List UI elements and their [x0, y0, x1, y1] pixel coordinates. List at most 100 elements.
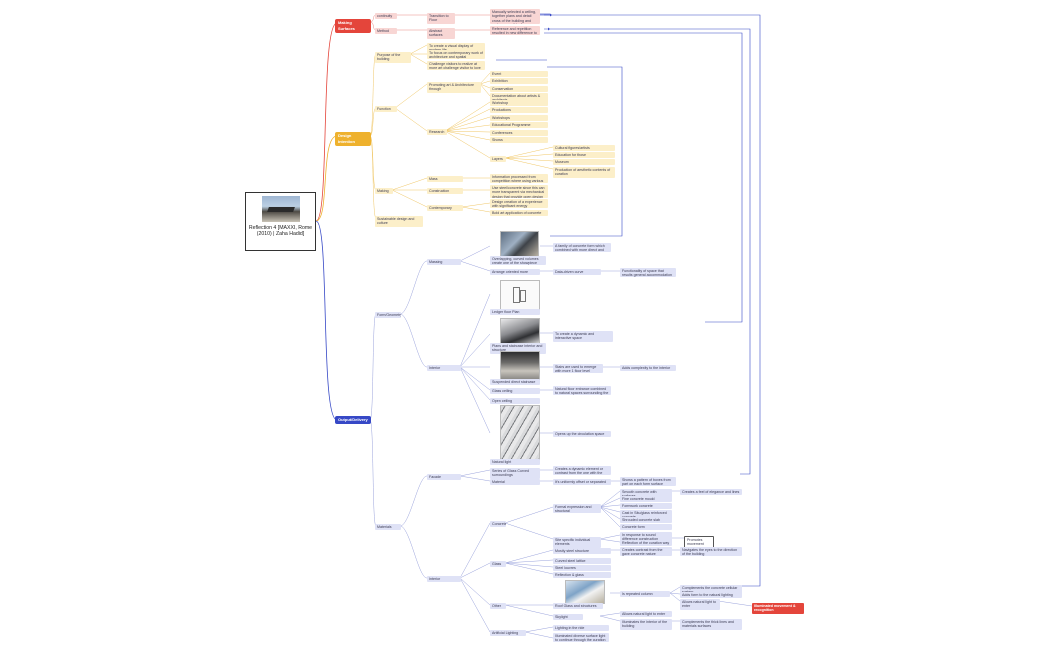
- facade-item-1[interactable]: Series of Glass Curved surroundings: [490, 468, 540, 479]
- massing-note[interactable]: A family of concrete form which combined…: [553, 243, 611, 252]
- research-item-4[interactable]: Educational Programme: [490, 122, 548, 129]
- glass-item-3[interactable]: Steel louvres: [553, 565, 611, 572]
- node-making[interactable]: Making: [375, 188, 393, 195]
- roof-caption[interactable]: Roof Glass and structures: [553, 603, 603, 610]
- function-item-exhibition[interactable]: Exhibition: [490, 78, 548, 85]
- massing-caption[interactable]: Overlapping, curved volumes create one o…: [490, 256, 546, 265]
- massing-axis-note[interactable]: Data-driven curve: [553, 269, 601, 276]
- concrete-group[interactable]: Formal expression and structural qualiti…: [553, 504, 601, 513]
- skylight-item-2[interactable]: Illuminates the interior of the building: [620, 619, 672, 630]
- concrete-specific-item-1[interactable]: In response to sound difference construc…: [620, 532, 672, 543]
- interior2-caption[interactable]: Suspended direct staircase: [490, 379, 540, 386]
- node-interior-materials[interactable]: Interior: [427, 576, 461, 583]
- concrete-item-note[interactable]: Creates a feel of elegance and lines: [680, 489, 742, 496]
- making-note-4[interactable]: Bold art application of concrete: [490, 210, 548, 217]
- node-form-geometry[interactable]: Form/Geometry: [375, 312, 401, 319]
- node-materials[interactable]: Materials: [375, 524, 401, 531]
- node-sustainable[interactable]: Sustainable design and culture: [375, 216, 423, 227]
- glass-item-4[interactable]: Reflection & glass: [553, 572, 611, 579]
- node-facade[interactable]: Facade: [427, 474, 461, 481]
- node-method-note[interactable]: Reference and repetition resulted in new…: [490, 26, 540, 35]
- research-item-2[interactable]: Productions: [490, 107, 548, 114]
- node-abstract-surfaces[interactable]: Abstract surfaces: [427, 28, 455, 39]
- interior-caption[interactable]: Plans and staircase interior and structu…: [490, 343, 546, 354]
- concrete-item-3[interactable]: Formwork concrete: [620, 503, 672, 510]
- glass-note[interactable]: Creates contrast from the gave concrete …: [620, 547, 672, 556]
- massing-axis-result[interactable]: Functionality of space that results gene…: [620, 268, 676, 277]
- concrete-specific-item-2[interactable]: Reflection of the curation way: [620, 540, 672, 547]
- branch-design-intention[interactable]: Design Intention: [335, 132, 371, 146]
- glass-item-2[interactable]: Curved steel lattice: [553, 558, 611, 565]
- glass-ceiling-note[interactable]: Natural floor entrance combined to natur…: [553, 386, 611, 395]
- artificial-item-1[interactable]: Lighting in the ride: [553, 625, 609, 632]
- research-item-5[interactable]: Conferences: [490, 130, 548, 137]
- branch-making-surfaces[interactable]: Making Surfaces: [335, 19, 371, 33]
- facade-item-2[interactable]: Material: [490, 479, 540, 486]
- purpose-item-3[interactable]: Challenge visitors to realize at more ar…: [427, 61, 485, 70]
- massing-photo: [500, 231, 539, 257]
- node-promoting-art[interactable]: Promoting art & Architecture through: [427, 82, 481, 93]
- roof-note[interactable]: Is repeated column: [620, 591, 670, 598]
- concrete-specific[interactable]: Site specific individual elements: [553, 537, 601, 548]
- concrete-item-5[interactable]: Shrouded concrete slab: [620, 517, 672, 524]
- node-purpose[interactable]: Purpose of the building: [375, 52, 411, 63]
- building-photo: [262, 196, 300, 222]
- research-item-1[interactable]: Workshop: [490, 100, 548, 107]
- layers-item-4[interactable]: Production of aesthetic contents of cura…: [553, 167, 615, 178]
- layers-item-3[interactable]: Museum: [553, 159, 615, 166]
- node-glass[interactable]: Glass: [490, 561, 506, 568]
- node-concrete[interactable]: Concrete: [490, 521, 506, 528]
- function-item-conservation[interactable]: Conservation: [490, 86, 548, 93]
- open-ceiling-caption[interactable]: Natural light: [490, 459, 540, 466]
- root-node[interactable]: Reflection 4 [MAXXI, Rome (2010) | Zaha …: [245, 192, 316, 251]
- roof-highlight[interactable]: Illuminated movement & recognition: [752, 603, 804, 614]
- making-item-contemporary[interactable]: Contemporary: [427, 205, 463, 212]
- facade-note-2[interactable]: It's uniformly offset or separated: [553, 479, 611, 486]
- artificial-item-2[interactable]: Illuminated diverse surface light to con…: [553, 633, 609, 642]
- plan-caption[interactable]: Ledger floor Plan: [490, 309, 540, 316]
- massing-axis[interactable]: Arrange oriented more: [490, 269, 540, 276]
- interior-note[interactable]: To create a dynamic and interactive spac…: [553, 331, 613, 342]
- glass-result[interactable]: Navigates the eyes to the direction of t…: [680, 547, 742, 556]
- concrete-item-2[interactable]: Fine concrete mould: [620, 496, 672, 503]
- node-continuity[interactable]: continuity: [375, 13, 397, 20]
- making-item-construction[interactable]: Construction: [427, 188, 463, 195]
- connector-yellow: [315, 135, 338, 222]
- making-note-2[interactable]: Use steel/concrete since this can more t…: [490, 185, 548, 198]
- node-artificial-lighting[interactable]: Artificial Lighting: [490, 630, 526, 637]
- node-massing[interactable]: Massing: [427, 259, 461, 266]
- facade-result[interactable]: Shows a pattern of boxes from part on ea…: [620, 477, 676, 486]
- interior2-note[interactable]: Stairs are used to emerge with more 1 fl…: [553, 364, 603, 373]
- making-item-mass[interactable]: Mass: [427, 176, 463, 183]
- concrete-item-6[interactable]: Concrete form: [620, 524, 672, 531]
- node-layers[interactable]: Layers: [490, 156, 506, 163]
- purpose-item-2[interactable]: To focus on contemporary work of archite…: [427, 50, 485, 59]
- node-skylight[interactable]: Skylight: [553, 614, 583, 621]
- skylight-result[interactable]: Complements the thick lines and material…: [680, 619, 742, 630]
- making-note-1[interactable]: Information processed from competition w…: [490, 174, 548, 183]
- function-item-event[interactable]: Event: [490, 71, 548, 78]
- node-other[interactable]: Other: [490, 603, 506, 610]
- research-item-3[interactable]: Workshops: [490, 115, 548, 122]
- interior2-result[interactable]: Adds complexity to the interior: [620, 365, 676, 372]
- node-continuity-note[interactable]: Manually selected a ceiling, together pl…: [490, 9, 540, 24]
- glass-item-1[interactable]: Mostly steel structure: [553, 548, 611, 555]
- roof-result-3[interactable]: Allows natural light to enter: [680, 599, 720, 610]
- node-research[interactable]: Research: [427, 129, 447, 136]
- roof-result-2[interactable]: Adds form to the natural lighting: [680, 592, 742, 599]
- node-method[interactable]: Method: [375, 28, 397, 35]
- facade-note-1[interactable]: Creates a dynamic element or contrast fr…: [553, 466, 611, 475]
- open-ceiling[interactable]: Open ceiling: [490, 398, 540, 405]
- node-interior[interactable]: Interior: [427, 365, 461, 372]
- open-ceiling-note[interactable]: Opens up the circulation space: [553, 431, 611, 438]
- staircase-photo: [500, 351, 540, 380]
- node-transition-floor[interactable]: Transition to Floor: [427, 13, 455, 24]
- layers-item-2[interactable]: Education for those: [553, 152, 615, 159]
- making-note-3[interactable]: Design creation of a experience with sig…: [490, 199, 548, 208]
- layers-item-1[interactable]: Cultural figures/artists: [553, 145, 615, 152]
- branch-output-delivery[interactable]: Output/Delivery: [335, 416, 371, 424]
- skylight-item-1[interactable]: Allows natural light to enter: [620, 611, 672, 618]
- glass-ceiling[interactable]: Glass ceiling: [490, 388, 540, 395]
- node-function[interactable]: Function: [375, 106, 397, 113]
- research-item-6[interactable]: Shows: [490, 137, 548, 144]
